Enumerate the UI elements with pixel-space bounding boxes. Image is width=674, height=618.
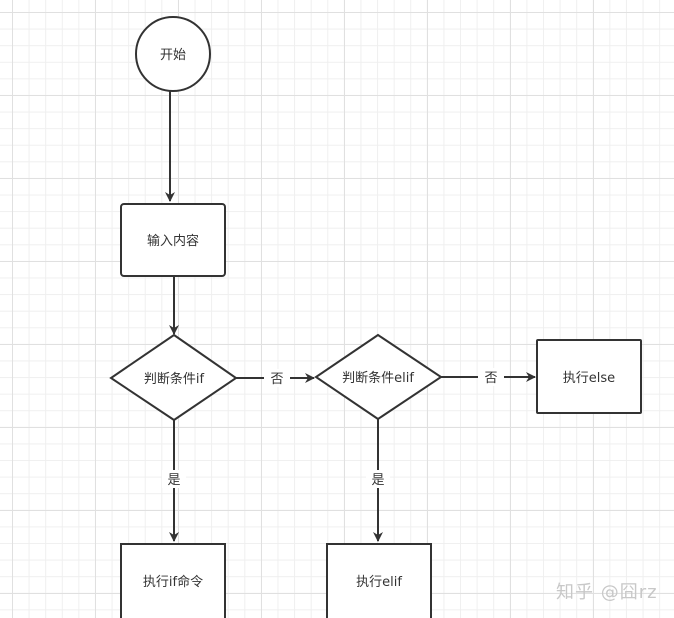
edge-label-elif-yes: 是 bbox=[371, 473, 384, 488]
watermark: 知乎 @囧rz bbox=[556, 582, 658, 603]
else-label: 执行else bbox=[563, 371, 615, 386]
exec-elif-label: 执行elif bbox=[356, 575, 402, 590]
input-label: 输入内容 bbox=[147, 233, 199, 249]
exec-if-node[interactable] bbox=[120, 543, 226, 618]
edge-label-if-yes: 是 bbox=[167, 473, 180, 488]
elif-label: 判断条件elif bbox=[342, 370, 414, 386]
else-node[interactable] bbox=[536, 339, 642, 414]
input-node[interactable] bbox=[120, 203, 226, 277]
start-label: 开始 bbox=[160, 48, 186, 63]
exec-if-label: 执行if命令 bbox=[143, 574, 203, 590]
if-label: 判断条件if bbox=[144, 371, 205, 387]
if-decision-node[interactable] bbox=[109, 333, 238, 422]
exec-elif-node[interactable] bbox=[326, 543, 432, 618]
edge-label-elif-no: 否 bbox=[484, 371, 497, 386]
edge-label-if-no: 否 bbox=[270, 372, 283, 387]
start-node[interactable] bbox=[135, 16, 211, 92]
elif-decision-node[interactable] bbox=[314, 333, 443, 421]
